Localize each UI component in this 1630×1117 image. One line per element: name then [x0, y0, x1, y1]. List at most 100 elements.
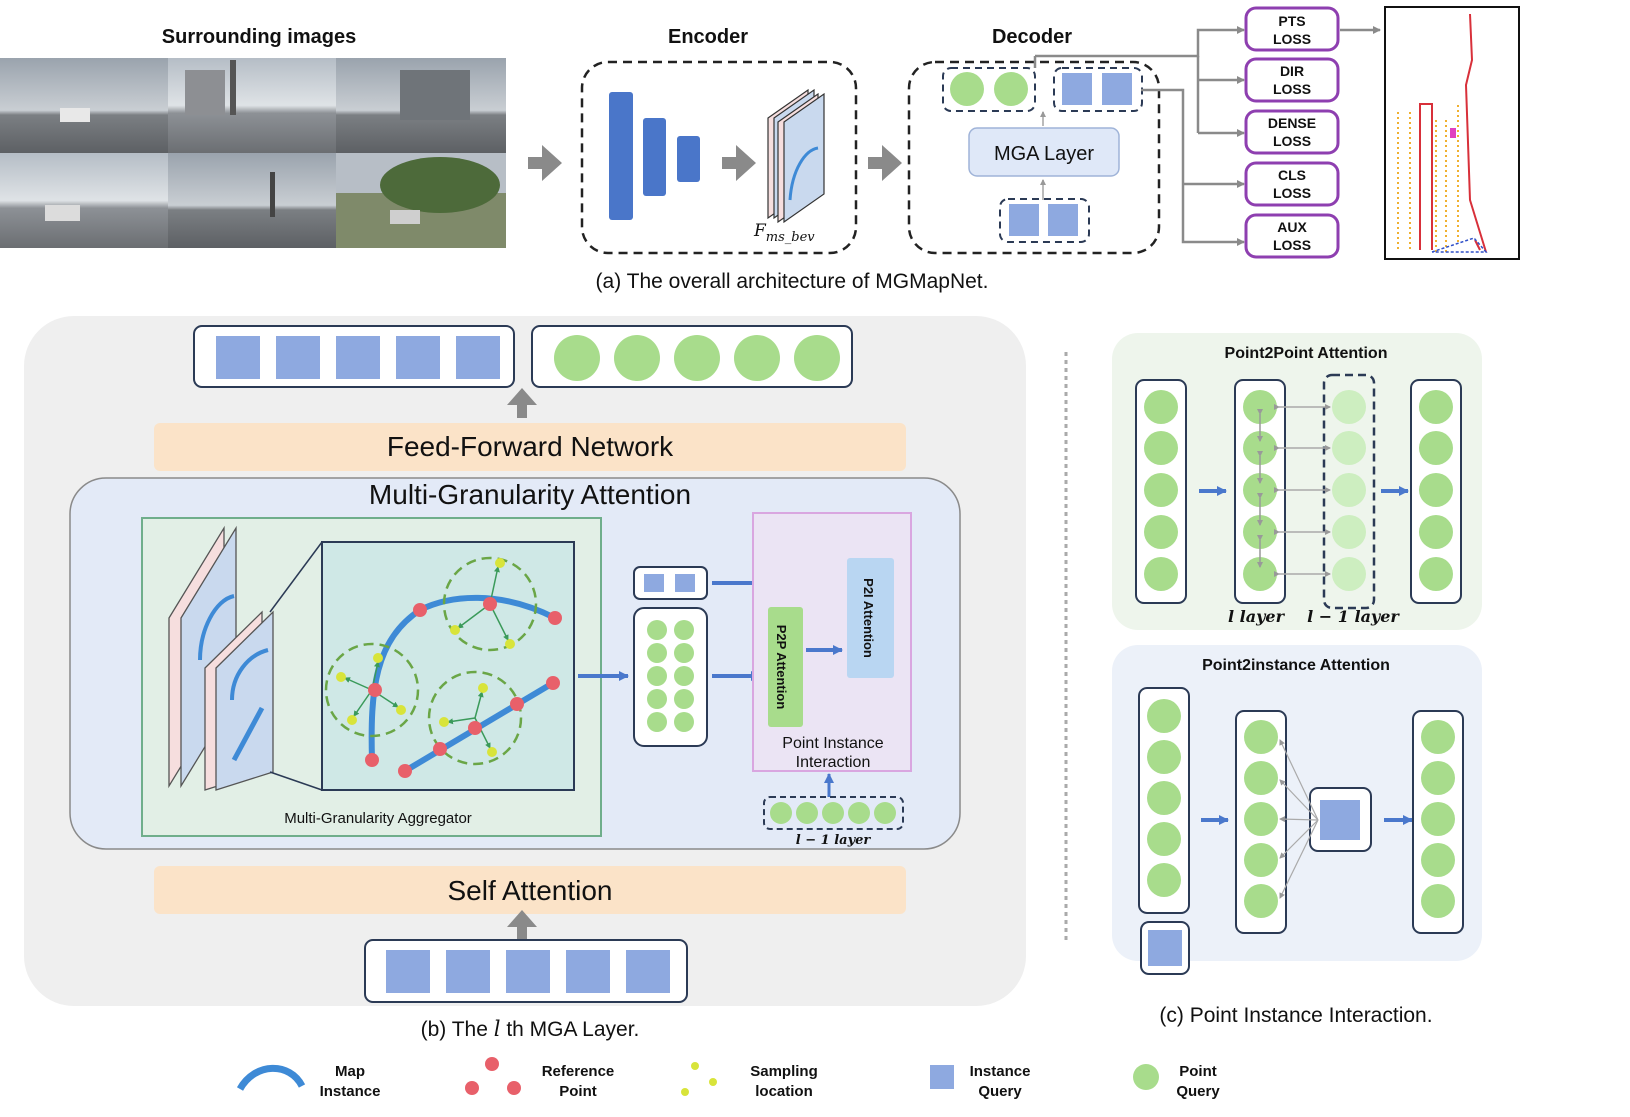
output-point-query-5 [794, 335, 840, 381]
input-instance-query-4 [566, 950, 610, 993]
p2i-attention-arrows [1279, 739, 1319, 899]
mga-layer-box [968, 127, 1120, 177]
encoder-block-2 [643, 118, 666, 196]
decoder-input-query-group [999, 198, 1090, 243]
p2p-attention-label: P2P Attention [774, 625, 789, 710]
input-instance-query-2 [446, 950, 490, 993]
dense-loss-line1: DENSE [1268, 115, 1316, 131]
flow-arrow-images-to-encoder [528, 145, 562, 181]
output-instance-query-2 [276, 336, 320, 379]
dense-loss-box [1244, 109, 1340, 155]
legend-reference-point-line1: Reference [542, 1063, 615, 1080]
cls-loss-line1: CLS [1278, 167, 1306, 183]
camera-image-back-left [0, 153, 168, 248]
p2p-panel-title: Point2Point Attention [1225, 345, 1388, 362]
pii-label-line2: Interaction [796, 754, 871, 771]
output-point-query-3 [674, 335, 720, 381]
p2i-attention-label: P2I Attention [861, 578, 876, 658]
legend-sampling-location-line1: Sampling [750, 1063, 818, 1080]
mid-point-queries [647, 620, 694, 732]
p2i-points [1244, 720, 1278, 918]
legend-reference-point-line2: Point [559, 1083, 597, 1100]
p2p-panel [1112, 333, 1482, 630]
pts-loss-box [1244, 6, 1340, 52]
legend: Map Instance Reference Point Sampling lo… [236, 1057, 1220, 1100]
ffn-label: Feed-Forward Network [387, 431, 674, 462]
zoom-line-bottom [269, 771, 323, 791]
legend-sampling-location-line2: location [755, 1083, 813, 1100]
p2i-attention-box [847, 558, 894, 678]
legend-map-instance-line2: Instance [320, 1083, 381, 1100]
self-attention-label: Self Attention [447, 875, 612, 906]
self-attention-box [154, 866, 906, 914]
caption-c: (c) Point Instance Interaction. [1159, 1004, 1432, 1027]
output-point-query-4 [734, 335, 780, 381]
cls-loss-line2: LOSS [1273, 185, 1311, 201]
reference-point-icon [465, 1057, 521, 1095]
encoder-title: Encoder [668, 26, 748, 48]
aggregator-zoom-view [321, 541, 575, 791]
p2p-prev-layer-points [1332, 390, 1366, 591]
flow-arrow-encoder-to-decoder [868, 145, 902, 181]
legend-instance-query-line2: Query [978, 1083, 1022, 1100]
pii-label-line1: Point Instance [782, 735, 884, 752]
ffn-box [154, 423, 906, 471]
encoder-block-3 [677, 136, 700, 182]
point-query-icon [1133, 1064, 1159, 1090]
p2p-prev-layer-label: l − 1 layer [1307, 607, 1400, 626]
pts-loss-line1: PTS [1278, 13, 1305, 29]
surrounding-images-title: Surrounding images [162, 26, 356, 48]
p2i-input-points [1147, 699, 1181, 897]
prev-layer-point-group [763, 796, 904, 830]
input-instance-query-1 [386, 950, 430, 993]
aux-loss-box [1244, 213, 1340, 259]
output-instance-query-3 [336, 336, 380, 379]
caption-a: (a) The overall architecture of MGMapNet… [596, 270, 989, 293]
decoder-input-query-1 [1009, 204, 1039, 236]
p2p-output-points [1419, 390, 1453, 591]
output-point-query-1 [554, 335, 600, 381]
p2i-panel [1112, 645, 1482, 961]
mid-point-query-group [633, 607, 708, 747]
aggregator-bev-feature-icon [168, 525, 274, 791]
decoder-title: Decoder [992, 26, 1072, 48]
prev-layer-label: l − 1 layer [796, 833, 872, 848]
p2i-input-instance-query [1148, 930, 1182, 966]
aggregator-label: Multi-Granularity Aggregator [284, 810, 472, 827]
input-instance-query-5 [626, 950, 670, 993]
dir-loss-line2: LOSS [1273, 81, 1311, 97]
mga-layer-label: MGA Layer [994, 143, 1094, 165]
decoder-to-loss-connectors [1033, 26, 1245, 246]
reference-points [365, 597, 562, 778]
p2p-cross-arrows [1274, 404, 1331, 577]
p2p-input-points [1144, 390, 1178, 591]
decoder-point-query-1 [950, 72, 984, 106]
encoder-block-1 [609, 92, 633, 220]
cls-loss-box [1244, 161, 1340, 207]
aux-loss-line2: LOSS [1273, 237, 1311, 253]
output-vector-map [1384, 6, 1520, 260]
legend-map-instance-line1: Map [335, 1063, 365, 1080]
flow-arrow-encoder-inner [722, 145, 756, 181]
decoder-instance-query-1 [1062, 73, 1092, 105]
decoder-instance-query-2 [1102, 73, 1132, 105]
dir-loss-box [1244, 57, 1340, 103]
zoom-line-top [269, 541, 323, 613]
mga-label: Multi-Granularity Attention [369, 479, 691, 510]
camera-image-back [168, 153, 336, 248]
ffn-up-arrow [507, 388, 537, 418]
p2p-l-layer-points [1243, 390, 1277, 591]
map-instance-icon [236, 1064, 306, 1091]
prev-layer-points [770, 802, 896, 824]
p2i-instance-query [1320, 800, 1360, 840]
sampling-location-icon [681, 1062, 717, 1096]
bev-feature-icon [767, 88, 825, 224]
instance-query-icon [930, 1065, 954, 1089]
decoder-point-query-2 [994, 72, 1028, 106]
p2i-panel-title: Point2instance Attention [1202, 657, 1390, 674]
legend-instance-query-line1: Instance [970, 1063, 1031, 1080]
output-instance-query-1 [216, 336, 260, 379]
decoder-point-query-group [942, 67, 1036, 112]
legend-point-query-line2: Query [1176, 1083, 1220, 1100]
